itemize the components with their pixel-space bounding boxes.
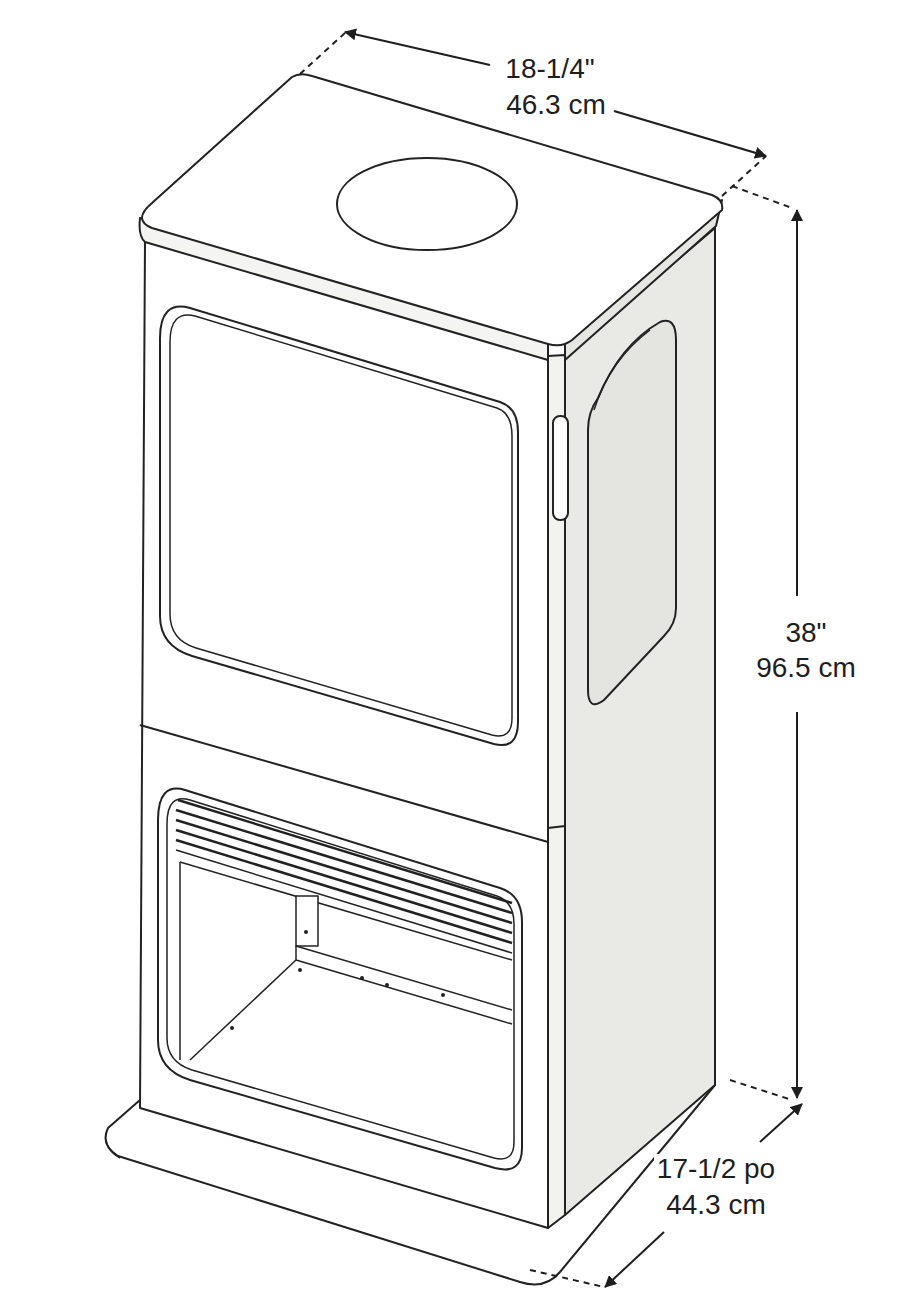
front-face [140, 240, 548, 1228]
lower-opening [158, 789, 522, 1170]
lower-opening-inner [167, 799, 514, 1159]
base-edge [106, 1140, 120, 1158]
dimension-label: 18-1/4" [502, 54, 597, 85]
dimension-label: 17-1/2 po [654, 1154, 778, 1185]
side-window [588, 321, 676, 704]
interior-frame [180, 862, 512, 1060]
screw-holes [230, 930, 445, 1030]
side-face [565, 228, 715, 1215]
vent-grill [176, 800, 512, 943]
dimension-lines [300, 32, 802, 1287]
dimension-label: 96.5 cm [753, 653, 859, 684]
upper-window-inner [170, 315, 512, 736]
dimension-label: 46.3 cm [503, 90, 609, 121]
dimension-label: 38" [782, 618, 829, 649]
dimension-label: 44.3 cm [663, 1190, 769, 1221]
top-slab [142, 74, 722, 345]
top-opening [337, 158, 517, 250]
upper-window [160, 307, 518, 745]
pedestal-body [106, 74, 723, 1284]
handle-slot [553, 416, 568, 520]
